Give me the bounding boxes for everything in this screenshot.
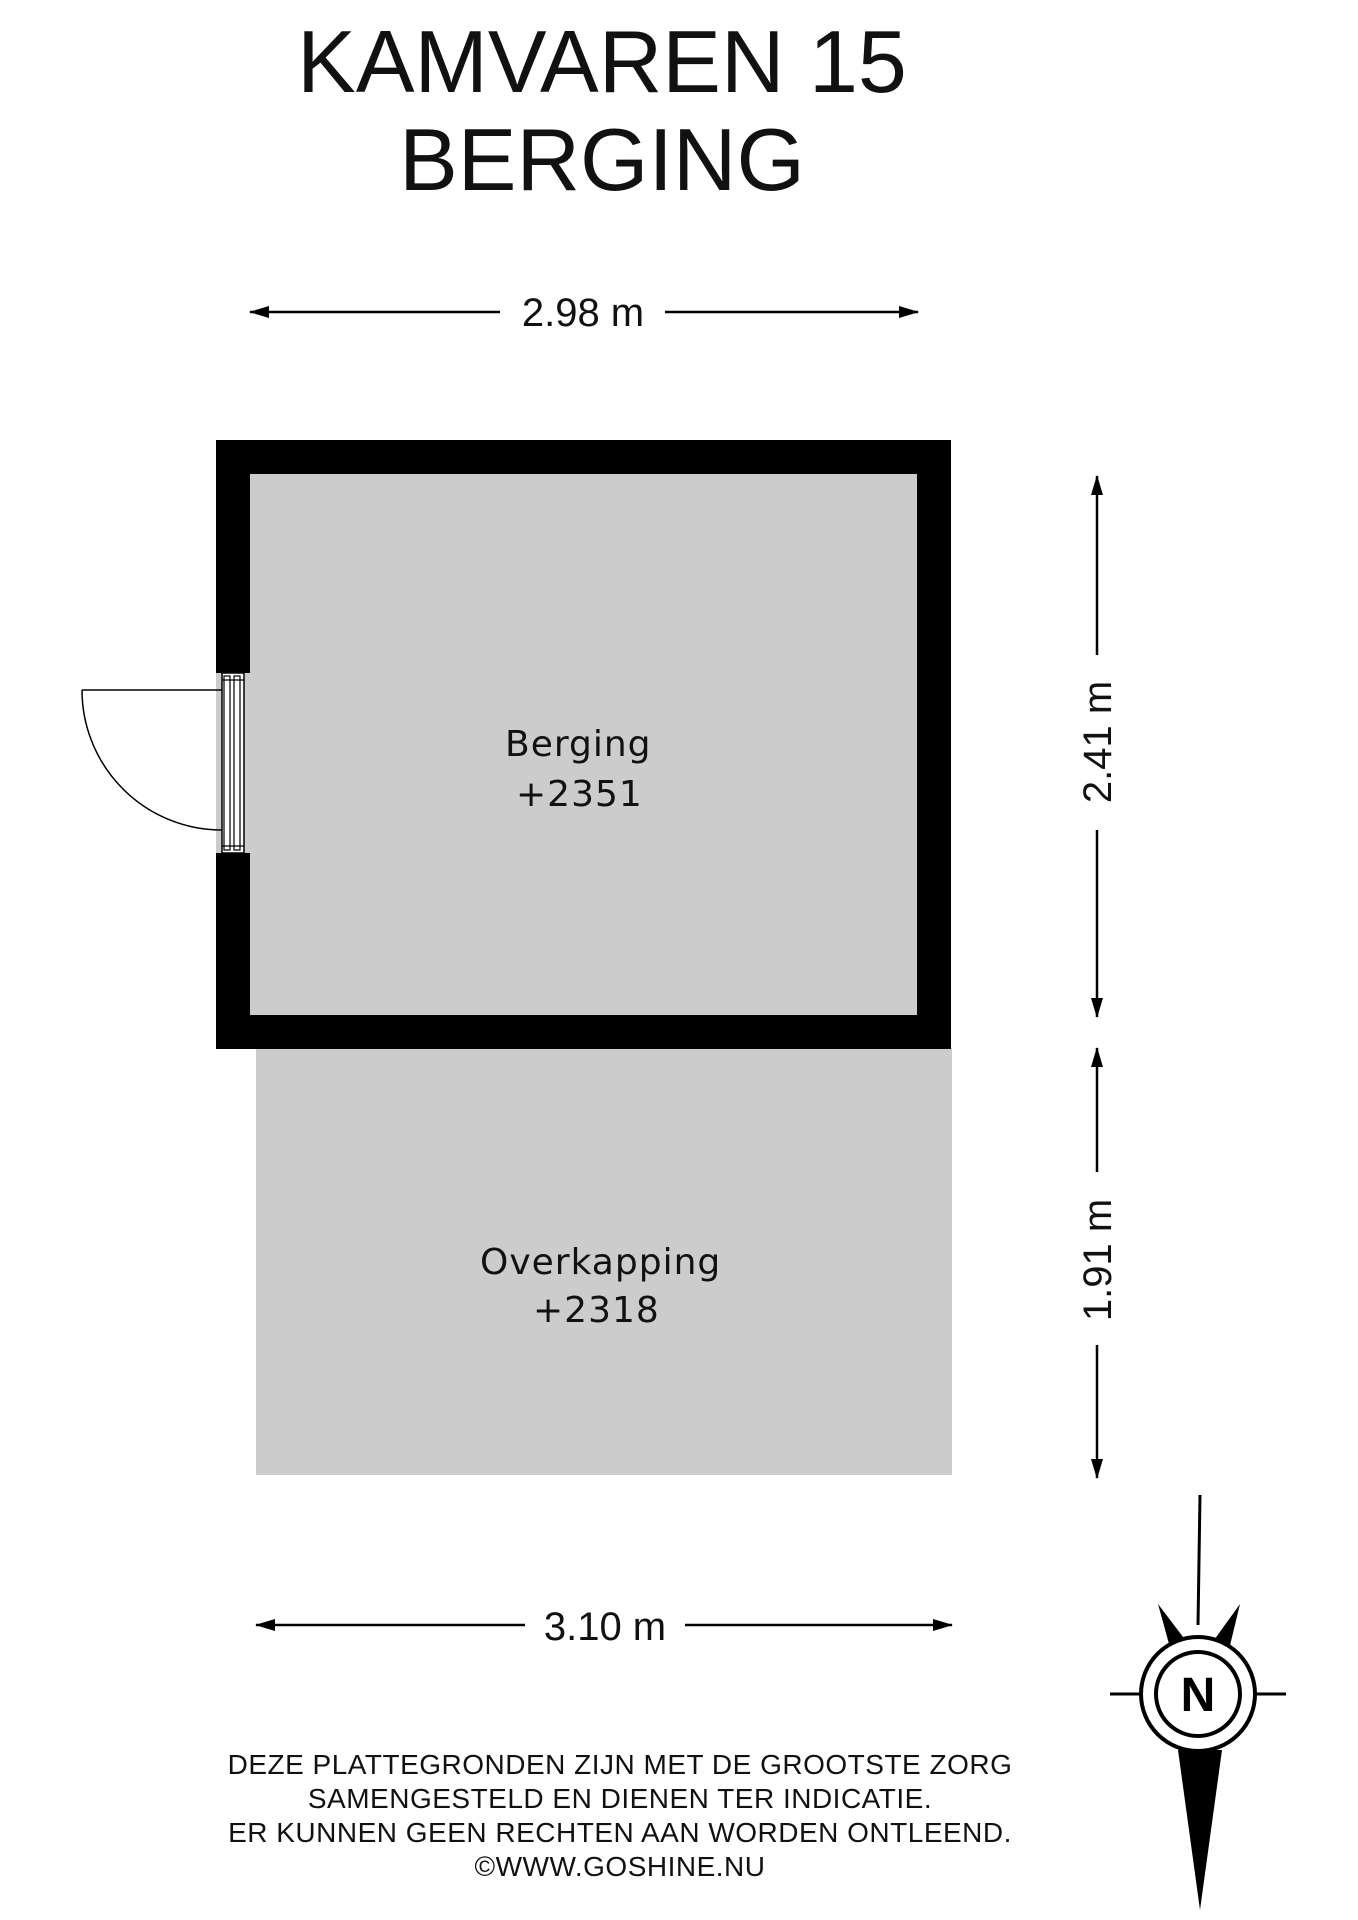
dimension-bottom-width: 3.10 m xyxy=(255,1605,953,1649)
compass: N xyxy=(1110,1494,1286,1910)
overkapping-name-label: Overkapping xyxy=(480,1242,721,1283)
berging-floor xyxy=(216,440,951,1048)
berging-level-label: +2351 xyxy=(516,774,643,815)
title-line-1: KAMVAREN 15 xyxy=(297,12,907,111)
door xyxy=(81,672,245,854)
dimension-overkapping-depth-label: 1.91 m xyxy=(1076,1199,1120,1321)
compass-ring-inner xyxy=(1154,1650,1242,1738)
disclaimer-line-3: ER KUNNEN GEEN RECHTEN AAN WORDEN ONTLEE… xyxy=(228,1817,1012,1848)
dimension-top-width: 2.98 m xyxy=(249,291,919,335)
compass-north-letter: N xyxy=(1181,1669,1216,1722)
dimension-bottom-width-label: 3.10 m xyxy=(544,1605,666,1649)
dimension-berging-depth: 2.41 m xyxy=(1076,475,1120,1018)
dimension-top-width-label: 2.98 m xyxy=(522,291,644,335)
overkapping-area xyxy=(256,1048,952,1475)
compass-needle-south xyxy=(1178,1750,1222,1910)
dimension-overkapping-depth: 1.91 m xyxy=(1076,1047,1120,1479)
berging-walls xyxy=(216,440,951,1049)
dimension-berging-depth-label: 2.41 m xyxy=(1076,681,1120,803)
overkapping-level-label: +2318 xyxy=(533,1290,660,1331)
disclaimer-line-2: SAMENGESTELD EN DIENEN TER INDICATIE. xyxy=(308,1783,932,1814)
berging-name-label: Berging xyxy=(505,724,652,765)
title-line-2: BERGING xyxy=(399,110,805,209)
disclaimer-line-1: DEZE PLATTEGRONDEN ZIJN MET DE GROOTSTE … xyxy=(228,1749,1013,1780)
disclaimer-line-4: ©WWW.GOSHINE.NU xyxy=(475,1851,766,1882)
